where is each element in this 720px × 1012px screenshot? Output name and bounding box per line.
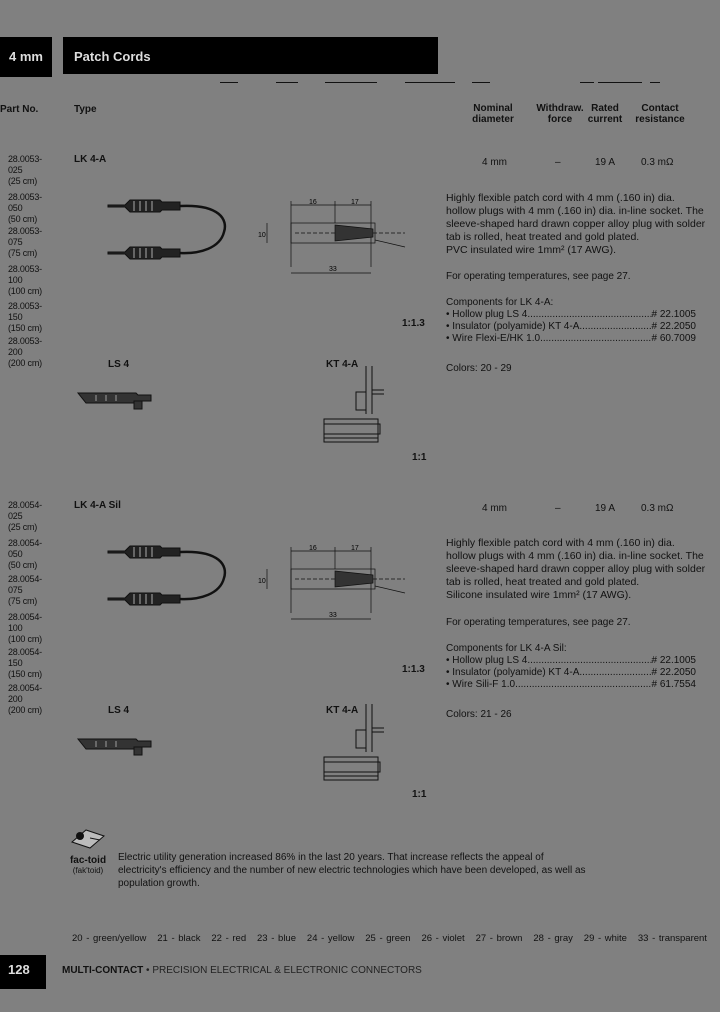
sub-label-ls4: LS 4 — [108, 705, 130, 716]
sub-label-ls4: LS 4 — [108, 359, 130, 370]
col-nominal-line2: diameter — [472, 114, 514, 125]
component-row: • Wire Sili-F 1.0# 61.7554 — [446, 679, 696, 691]
component-row: • Hollow plug LS 4# 22.1005 — [446, 309, 696, 321]
part-item: 28.0053-100(100 cm) — [8, 264, 42, 296]
part-item: 28.0053-075(75 cm) — [8, 226, 42, 258]
spec-diameter: 4 mm — [482, 157, 507, 168]
scale-label: 1:1.3 — [402, 664, 425, 675]
dim-label: 17 — [351, 545, 359, 552]
dimension-drawing: 16 17 10 33 — [258, 199, 406, 274]
sub-label-kt4a: KT 4-A — [326, 359, 359, 370]
colors-range: Colors: 21 - 26 — [446, 709, 512, 720]
col-withdraw-force: Withdraw. force — [530, 103, 590, 125]
dimension-drawing: 16 17 10 33 — [258, 545, 406, 620]
part-item: 28.0054-150(150 cm) — [8, 647, 42, 679]
col-withdraw-line2: force — [547, 114, 573, 125]
temperature-note: For operating temperatures, see page 27. — [446, 271, 631, 282]
wire-text: Silicone insulated wire 1mm² (17 AWG). — [446, 589, 632, 601]
part-item: 28.0053-050(50 cm) — [8, 192, 42, 224]
col-rated-line1: Rated — [591, 103, 619, 114]
sub-label-kt4a: KT 4-A — [326, 705, 359, 716]
factoid-text: Electric utility generation increased 86… — [118, 852, 586, 889]
dim-label: 10 — [258, 232, 266, 239]
part-item: 28.0054-100(100 cm) — [8, 612, 42, 644]
part-item: 28.0054-075(75 cm) — [8, 574, 42, 606]
scale-label: 1:1.3 — [402, 318, 425, 329]
dim-label: 33 — [329, 612, 337, 619]
colors-range: Colors: 20 - 29 — [446, 363, 512, 374]
spec-resistance: 0.3 mΩ — [641, 157, 674, 168]
scale-label-parts: 1:1 — [412, 452, 427, 463]
dim-label: 17 — [351, 199, 359, 206]
component-row: • Insulator (polyamide) KT 4-A# 22.2050 — [446, 321, 696, 333]
part-item: 28.0053-200(200 cm) — [8, 336, 42, 368]
temperature-note: For operating temperatures, see page 27. — [446, 617, 631, 628]
part-item: 28.0053-025(25 cm) — [8, 154, 42, 186]
factoid-word: fac-toid — [69, 855, 107, 866]
section-tab-label: 4 mm — [9, 49, 43, 64]
components-list: Components for LK 4-A Sil: • Hollow plug… — [446, 643, 696, 691]
hollow-plug-drawing — [76, 738, 152, 756]
col-rated-line2: current — [587, 114, 623, 125]
spec-resistance: 0.3 mΩ — [641, 503, 674, 514]
product-type: LK 4-A Sil — [74, 500, 121, 511]
hollow-plug-drawing — [76, 392, 152, 410]
part-item: 28.0054-025(25 cm) — [8, 500, 42, 532]
spec-force: – — [555, 157, 561, 168]
component-row: • Insulator (polyamide) KT 4-A# 22.2050 — [446, 667, 696, 679]
footer-tagline: • PRECISION ELECTRICAL & ELECTRONIC CONN… — [143, 965, 422, 976]
wire-text: PVC insulated wire 1mm² (17 AWG). — [446, 244, 616, 256]
page-title-box: Patch Cords — [63, 37, 438, 74]
page-title: Patch Cords — [74, 49, 151, 64]
product-description: Highly flexible patch cord with 4 mm (.1… — [446, 537, 706, 602]
description-text: Highly flexible patch cord with 4 mm (.1… — [446, 192, 706, 243]
scale-label-parts: 1:1 — [412, 789, 427, 800]
footer-brand: MULTI-CONTACT — [62, 965, 144, 976]
insulator-drawing — [323, 704, 384, 781]
header-rule-marks — [220, 82, 660, 84]
spec-diameter: 4 mm — [482, 503, 507, 514]
col-nominal-diameter: Nominal diameter — [462, 103, 524, 125]
insulator-drawing — [323, 366, 384, 443]
components-title: Components for LK 4-A: — [446, 297, 554, 308]
col-withdraw-line1: Withdraw. — [536, 103, 584, 114]
spec-current: 19 A — [595, 503, 616, 514]
component-row: • Wire Flexi-E/HK 1.0# 60.7009 — [446, 333, 696, 345]
part-item: 28.0054-050(50 cm) — [8, 538, 42, 570]
page-number: 128 — [8, 962, 30, 977]
col-contact-line1: Contact — [641, 103, 679, 114]
col-part-no: Part No. — [0, 104, 39, 115]
product-type: LK 4-A — [74, 154, 107, 165]
product-description: Highly flexible patch cord with 4 mm (.1… — [446, 192, 706, 257]
spec-current: 19 A — [595, 157, 616, 168]
col-type: Type — [74, 104, 97, 115]
col-contact-line2: resistance — [635, 114, 685, 125]
part-item: 28.0054-200(200 cm) — [8, 683, 42, 715]
col-rated-current: Rated current — [584, 103, 626, 125]
components-title: Components for LK 4-A Sil: — [446, 643, 567, 654]
page-number-box: 128 — [0, 955, 46, 989]
section-tab: 4 mm — [0, 37, 52, 77]
lightbulb-icon — [71, 829, 105, 849]
color-codes: 20 - green/yellow 21 - black 22 - red 23… — [72, 933, 707, 944]
description-text: Highly flexible patch cord with 4 mm (.1… — [446, 537, 706, 588]
component-row: • Hollow plug LS 4# 22.1005 — [446, 655, 696, 667]
patch-cord-drawing — [107, 545, 227, 606]
dim-label: 10 — [258, 578, 266, 585]
col-nominal-line1: Nominal — [473, 103, 513, 114]
part-item: 28.0053-150(150 cm) — [8, 301, 42, 333]
dim-label: 33 — [329, 266, 337, 273]
spec-force: – — [555, 503, 561, 514]
factoid-logo: fac-toid (fak'toid) — [62, 826, 114, 875]
patch-cord-drawing — [107, 199, 227, 260]
components-list: Components for LK 4-A: • Hollow plug LS … — [446, 297, 696, 345]
col-contact-resistance: Contact resistance — [630, 103, 690, 125]
factoid-pron: (fak'toid) — [72, 866, 104, 875]
dim-label: 16 — [309, 199, 317, 206]
dim-label: 16 — [309, 545, 317, 552]
footer-line: MULTI-CONTACT • PRECISION ELECTRICAL & E… — [62, 965, 422, 976]
